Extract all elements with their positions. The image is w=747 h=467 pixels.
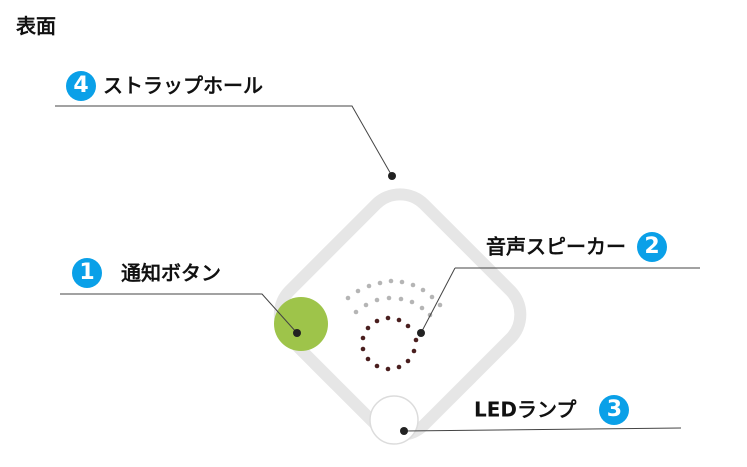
speaker-arcs [345,278,443,318]
label-text: 通知ボタン [120,260,221,285]
page-title: 表面 [16,14,56,38]
badge-4: 4 [66,70,96,101]
speaker-ring [360,315,419,372]
leader-lines [55,105,700,432]
label-text: 音声スピーカー [486,234,626,259]
device-body [273,188,527,441]
label-text: ストラップホール [102,73,263,98]
badge-2: 2 [636,231,667,262]
label-speaker: 音声スピーカー 2 [486,227,667,265]
label-notify-button: 1 通知ボタン [72,253,221,291]
label-strap-hole: 4 ストラップホール [66,66,263,104]
led-lamp [369,395,419,445]
notify-button [274,297,328,351]
badge-1: 1 [72,257,102,288]
leader-endpoints [293,172,425,435]
label-text: LEDランプ [474,397,577,422]
label-led-lamp: LEDランプ 3 [474,390,630,428]
badge-3: 3 [599,394,630,425]
